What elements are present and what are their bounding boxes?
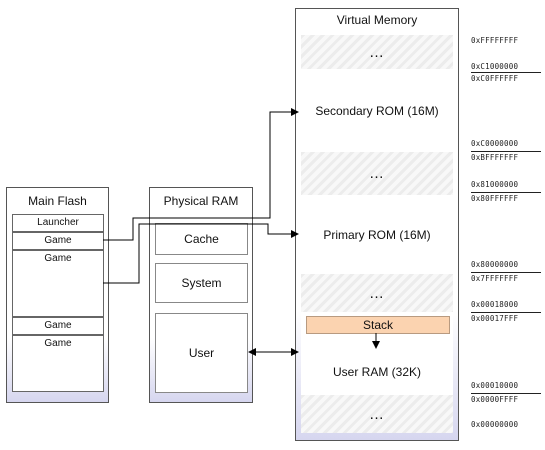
addr-label: 0x00010000 <box>471 381 519 390</box>
flash-item-game-3: Game <box>12 317 104 335</box>
addr-divider <box>471 72 541 73</box>
addr-divider <box>471 393 541 394</box>
arrow-game-to-primary-rom <box>103 223 299 284</box>
addr-label: 0xC1000000 <box>471 62 519 71</box>
main-flash-title: Main Flash <box>28 194 87 208</box>
addr-divider <box>471 312 541 313</box>
addr-divider <box>471 151 541 152</box>
stack-block: Stack <box>306 316 450 334</box>
addr-label: 0x80000000 <box>471 260 519 269</box>
addr-label: 0x81000000 <box>471 180 519 189</box>
ram-cache: Cache <box>155 223 248 255</box>
addr-label: 0xFFFFFFFF <box>471 36 519 45</box>
region-ellipsis-3: … <box>301 274 453 312</box>
addr-label: 0x00018000 <box>471 300 519 309</box>
flash-item-game-2: Game <box>12 250 104 317</box>
region-primary-rom: Primary ROM (16M) <box>301 195 453 274</box>
arrow-game-to-secondary-rom <box>103 108 299 241</box>
ram-user: User <box>155 313 248 393</box>
flash-item-launcher: Launcher <box>12 214 104 232</box>
addr-label: 0x80FFFFFF <box>471 194 519 203</box>
addr-label: 0x00000000 <box>471 420 519 429</box>
main-flash-box: Main Flash Launcher Game Game Game Game <box>6 187 109 403</box>
addr-label: 0x00017FFF <box>471 314 519 323</box>
addr-label: 0x7FFFFFFF <box>471 274 519 283</box>
addr-label: 0x0000FFFF <box>471 395 519 404</box>
flash-item-game-1: Game <box>12 232 104 250</box>
virtual-memory-box: Virtual Memory … Secondary ROM (16M) … P… <box>295 8 459 441</box>
region-ellipsis-2: … <box>301 152 453 195</box>
flash-item-game-4: Game <box>12 335 104 392</box>
physical-ram-title: Physical RAM <box>163 194 239 208</box>
addr-divider <box>471 192 541 193</box>
addr-divider <box>471 272 541 273</box>
virtual-memory-title: Virtual Memory <box>336 13 418 27</box>
addr-label: 0xC0000000 <box>471 139 519 148</box>
ram-system: System <box>155 263 248 303</box>
region-ellipsis-bottom: … <box>301 395 453 433</box>
addr-label: 0xC0FFFFFF <box>471 74 519 83</box>
physical-ram-box: Physical RAM Cache System User <box>149 187 253 403</box>
addr-label: 0xBFFFFFFF <box>471 153 519 162</box>
region-ellipsis-top: … <box>301 35 453 69</box>
region-secondary-rom: Secondary ROM (16M) <box>301 69 453 152</box>
